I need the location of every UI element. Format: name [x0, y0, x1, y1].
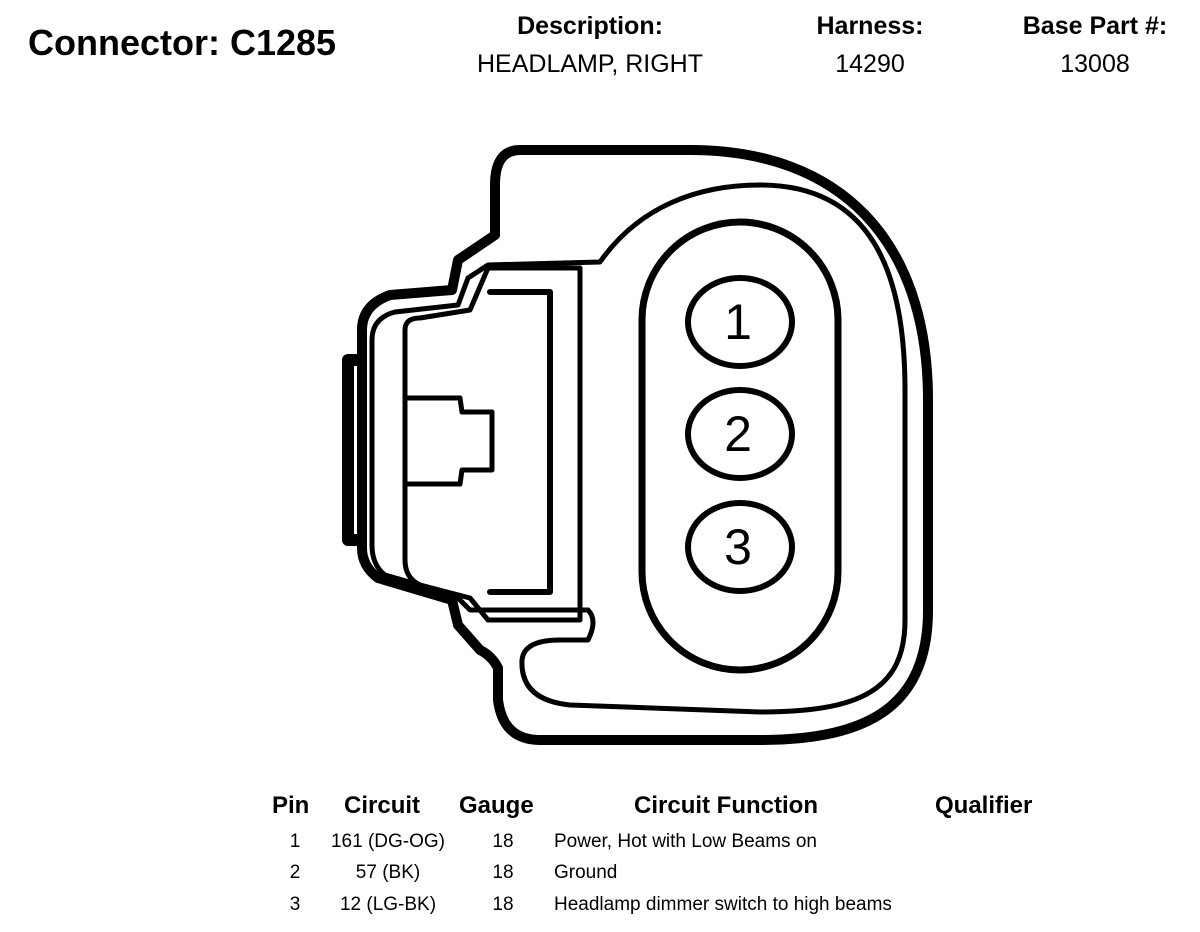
row-1-function: Power, Hot with Low Beams on [554, 831, 817, 852]
description-value: HEADLAMP, RIGHT [477, 50, 703, 78]
pin-2-label: 2 [724, 406, 752, 462]
housing-inner-wall [369, 182, 908, 715]
row-3-gauge: 18 [492, 894, 514, 915]
base-part-label: Base Part #: [1022, 12, 1168, 40]
pin-1-socket [685, 275, 795, 369]
row-1-gauge: 18 [492, 831, 514, 852]
row-3-function: Headlamp dimmer switch to high beams [554, 894, 892, 915]
description-block: Description: HEADLAMP, RIGHT [430, 12, 750, 79]
latch-tab-upper [402, 395, 495, 487]
latch-slot [487, 289, 553, 595]
row-2-circuit: 57 (BK) [355, 862, 421, 883]
header-circuit-function: Circuit Function [634, 792, 818, 819]
row-2-function: Ground [554, 862, 618, 883]
base-part-block: Base Part #: 13008 [1000, 12, 1190, 79]
row-2-gauge: 18 [492, 862, 514, 883]
header-qualifier: Qualifier [935, 792, 1033, 819]
latch-block [402, 265, 583, 623]
row-3-pin: 3 [289, 894, 301, 915]
connector-title: Connector: C1285 [28, 22, 337, 63]
pin-cavity [638, 218, 842, 674]
housing-outline [357, 145, 933, 745]
pin-1-label: 1 [724, 294, 752, 350]
header-pin: Pin [272, 792, 310, 819]
header-circuit: Circuit [344, 792, 421, 819]
harness-label: Harness: [816, 12, 924, 40]
row-1-pin: 1 [289, 831, 301, 852]
row-2-pin: 2 [289, 862, 301, 883]
base-part-value: 13008 [1060, 50, 1130, 78]
pin-2-socket [685, 387, 795, 481]
pin-3-label: 3 [724, 519, 752, 575]
harness-value: 14290 [835, 50, 905, 78]
row-1-circuit: 161 (DG-OG) [330, 831, 446, 852]
pin-3-socket [685, 500, 795, 594]
latch-ribs [342, 354, 362, 546]
header-gauge: Gauge [459, 792, 534, 819]
row-3-circuit: 12 (LG-BK) [339, 894, 437, 915]
description-label: Description: [517, 12, 663, 40]
harness-block: Harness: 14290 [790, 12, 950, 79]
